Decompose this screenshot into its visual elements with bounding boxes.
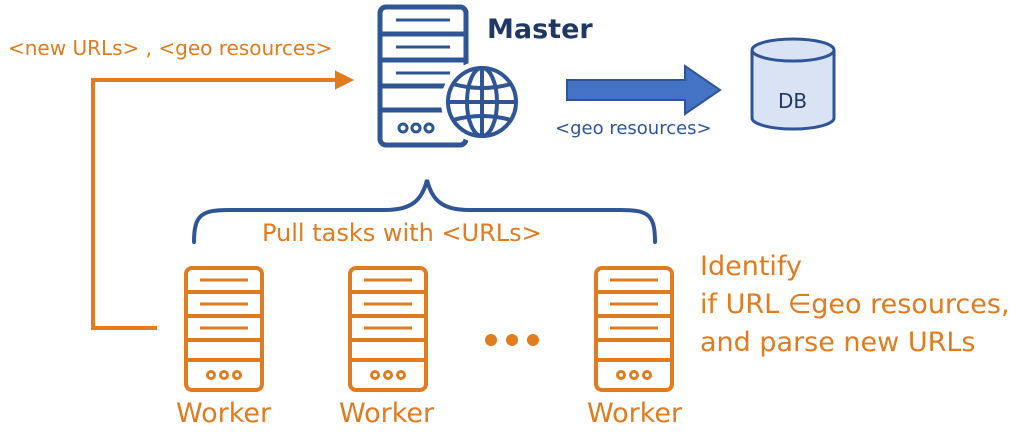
pull-tasks-label: Pull tasks with <URLs> bbox=[262, 219, 542, 247]
pull-brace bbox=[192, 179, 657, 244]
worker-label: Worker bbox=[339, 398, 435, 429]
worker-server-icon bbox=[594, 266, 674, 392]
feedback-arrow bbox=[91, 70, 355, 330]
storage-arrow-label: <geo resources> bbox=[555, 118, 712, 139]
worker-task-line: if URL ∈geo resources, bbox=[700, 289, 1010, 320]
storage-arrow bbox=[566, 64, 722, 116]
worker-server-icon bbox=[348, 266, 428, 392]
master-title: Master bbox=[487, 14, 593, 45]
globe-icon bbox=[441, 61, 523, 143]
db-label: DB bbox=[778, 89, 808, 113]
worker-label: Worker bbox=[176, 398, 272, 429]
database-icon bbox=[750, 37, 836, 131]
worker-task-line: and parse new URLs bbox=[700, 327, 976, 358]
feedback-label: <new URLs> , <geo resources> bbox=[8, 36, 333, 60]
worker-task-line: Identify bbox=[700, 251, 802, 282]
worker-task-description: Identify if URL ∈geo resources, and pars… bbox=[700, 248, 1010, 362]
worker-label: Worker bbox=[587, 398, 683, 429]
more-workers-ellipsis bbox=[485, 334, 539, 346]
worker-server-icon bbox=[184, 266, 264, 392]
